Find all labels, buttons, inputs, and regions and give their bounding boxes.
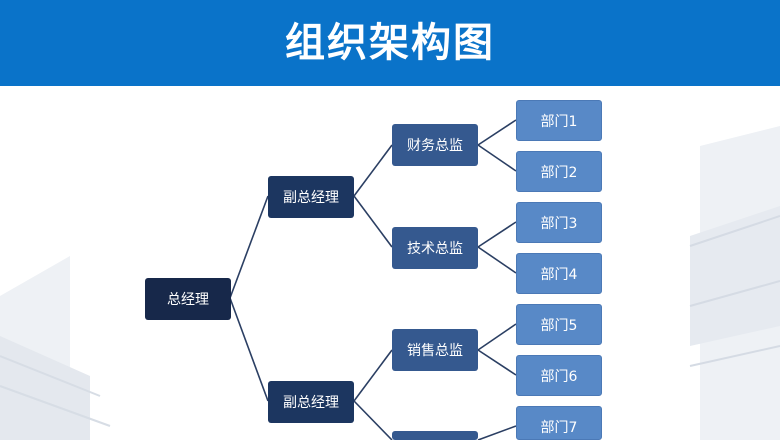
node-general-manager: 总经理 [145,278,231,320]
connector-dir1-dept1 [477,119,517,146]
connector-ceo-vp2 [229,297,269,402]
node-tech-director: 技术总监 [392,227,478,269]
header-bar [0,0,780,86]
node-department-1: 部门1 [516,100,602,141]
connector-dir3-dept6 [477,349,517,376]
node-vice-manager-2: 副总经理 [268,381,354,423]
connector-vp2-dir3 [353,349,393,402]
background-decoration [0,126,780,440]
node-department-5: 部门5 [516,304,602,345]
connector-dir4-dept7 [477,425,517,440]
connector-dir2-dept4 [477,246,517,274]
page-title: 组织架构图 [285,20,495,66]
connector-vp2-dir4 [353,400,393,440]
node-sales-director: 销售总监 [392,329,478,371]
connector-dir3-dept5 [477,323,517,351]
node-department-2: 部门2 [516,151,602,192]
node-director-4 [392,431,478,440]
connector-dir1-dept2 [477,144,517,172]
connector-vp1-dir1 [353,144,393,197]
node-finance-director: 财务总监 [392,124,478,166]
connector-ceo-vp1 [229,195,269,299]
node-department-6: 部门6 [516,355,602,396]
connector-dir2-dept3 [477,221,517,248]
node-vice-manager-1: 副总经理 [268,176,354,218]
node-department-4: 部门4 [516,253,602,294]
node-department-3: 部门3 [516,202,602,243]
connector-vp1-dir2 [353,195,393,248]
node-department-7: 部门7 [516,406,602,440]
